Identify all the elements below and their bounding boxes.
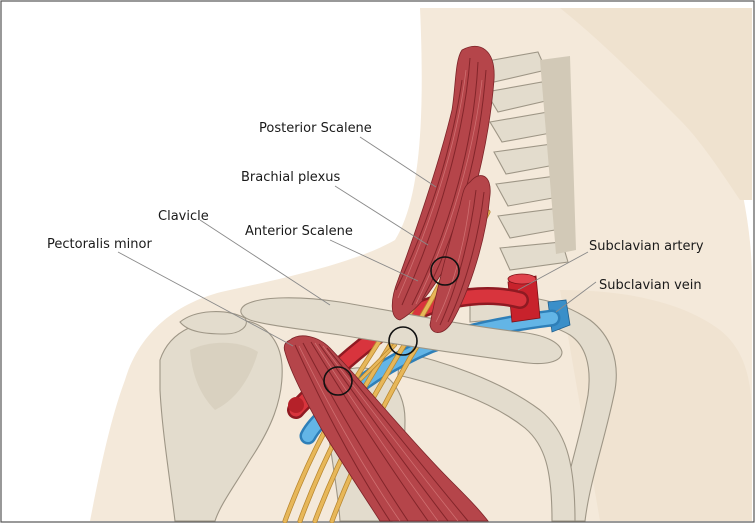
- label-anterior-scalene: Anterior Scalene: [245, 224, 353, 239]
- label-subclavian-vein: Subclavian vein: [599, 278, 702, 293]
- label-brachial-plexus: Brachial plexus: [241, 170, 341, 185]
- label-subclavian-artery: Subclavian artery: [589, 239, 704, 254]
- label-clavicle: Clavicle: [158, 209, 209, 224]
- label-posterior-scalene: Posterior Scalene: [259, 121, 372, 136]
- label-pectoralis-minor: Pectoralis minor: [47, 237, 152, 252]
